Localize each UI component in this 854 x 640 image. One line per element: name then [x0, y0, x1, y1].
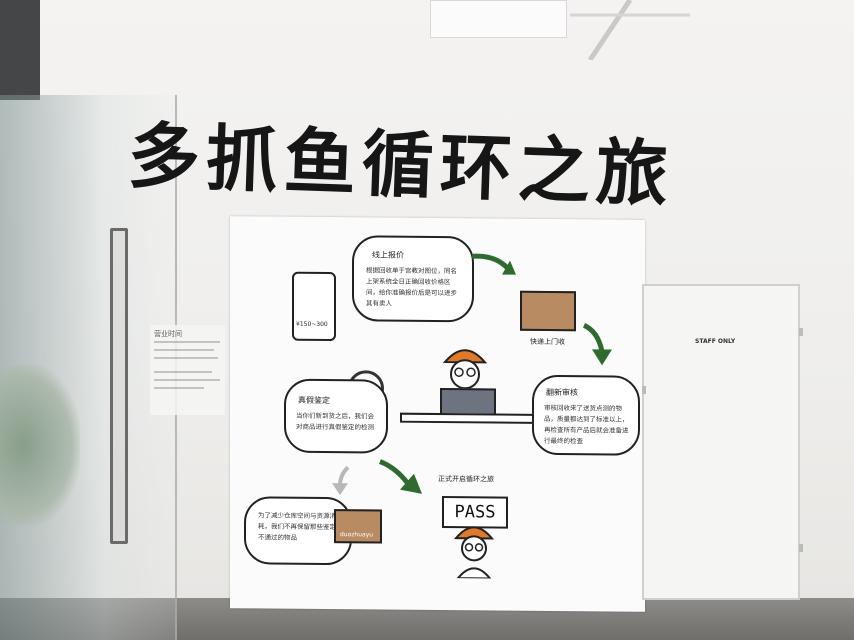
arrow-gray-icon: [332, 465, 350, 496]
door-handle[interactable]: [110, 228, 128, 544]
ceiling-fixture: [430, 0, 567, 38]
bubble-refurbish: 翻新审核 审核回收来了送货点测的物品，质量都达到了标准以上，再检查所有产品后就会…: [532, 374, 640, 456]
notice-line: [154, 349, 214, 351]
step4-title: 真假鉴定: [298, 395, 330, 406]
delivery-box: [520, 290, 576, 332]
step3-title: 翻新审核: [546, 387, 578, 398]
staff-door[interactable]: STAFF ONLY: [642, 284, 803, 600]
door-hinge: [799, 544, 803, 552]
arrow-green-icon: [471, 253, 516, 275]
bubble-online-quote: 线上报价 根据回收单于宫教对图位，同名上架系统全日正确回收价格区间，给你准确报价…: [352, 235, 474, 323]
notice-line: [154, 341, 220, 343]
arrow-green-icon: [379, 459, 422, 494]
notice-line: [154, 357, 218, 359]
worker-pass-illustration: [453, 526, 495, 579]
step2-caption: 快递上门收: [530, 337, 565, 347]
pillar: [0, 0, 40, 100]
notice-line: [154, 387, 204, 389]
desk: [400, 412, 534, 424]
notice-title: 营业时间: [154, 330, 182, 338]
price-label: ¥150~300: [296, 320, 328, 329]
arrow-green-icon: [582, 322, 612, 366]
step3-text: 审核回收来了送货点测的物品，质量都达到了标准以上，再检查所有产品后就会准备进行最…: [544, 403, 629, 446]
box-label: duozhuayu: [340, 531, 374, 539]
wall-title: 多抓鱼循环之旅: [126, 113, 676, 217]
door-hinge: [799, 328, 803, 336]
worker-illustration: [442, 349, 488, 390]
door-hinge: [642, 386, 646, 394]
box-illustration: duozhuayu: [334, 509, 382, 544]
notice-line: [154, 379, 220, 381]
tree-reflection: [0, 365, 80, 525]
step4-text: 当你们新到货之后，我们会对商品进行真假鉴定的检测: [296, 411, 374, 432]
step5-caption: 正式开启循环之旅: [438, 475, 494, 484]
ceiling-rail: [570, 0, 690, 60]
bubble-authentication: 真假鉴定 当你们新到货之后，我们会对商品进行真假鉴定的检测: [284, 378, 388, 454]
staff-only-sign: STAFF ONLY: [695, 338, 736, 345]
step1-title: 线上报价: [372, 250, 404, 260]
infographic-board: ¥150~300 线上报价 根据回收单于宫教对图位，同名上架系统全日正确回收价格…: [230, 216, 645, 612]
phone-illustration: [292, 271, 336, 342]
step6-text: 为了减少仓库空间与资源消耗，我们不再保留那些鉴定不通过的物品: [258, 511, 336, 542]
glass-notice: 营业时间: [150, 325, 225, 415]
notice-line: [154, 371, 212, 373]
step1-text: 根据回收单于宫教对图位，同名上架系统全日正确回收价格区间，给你准确报价后是可以进…: [366, 266, 457, 308]
